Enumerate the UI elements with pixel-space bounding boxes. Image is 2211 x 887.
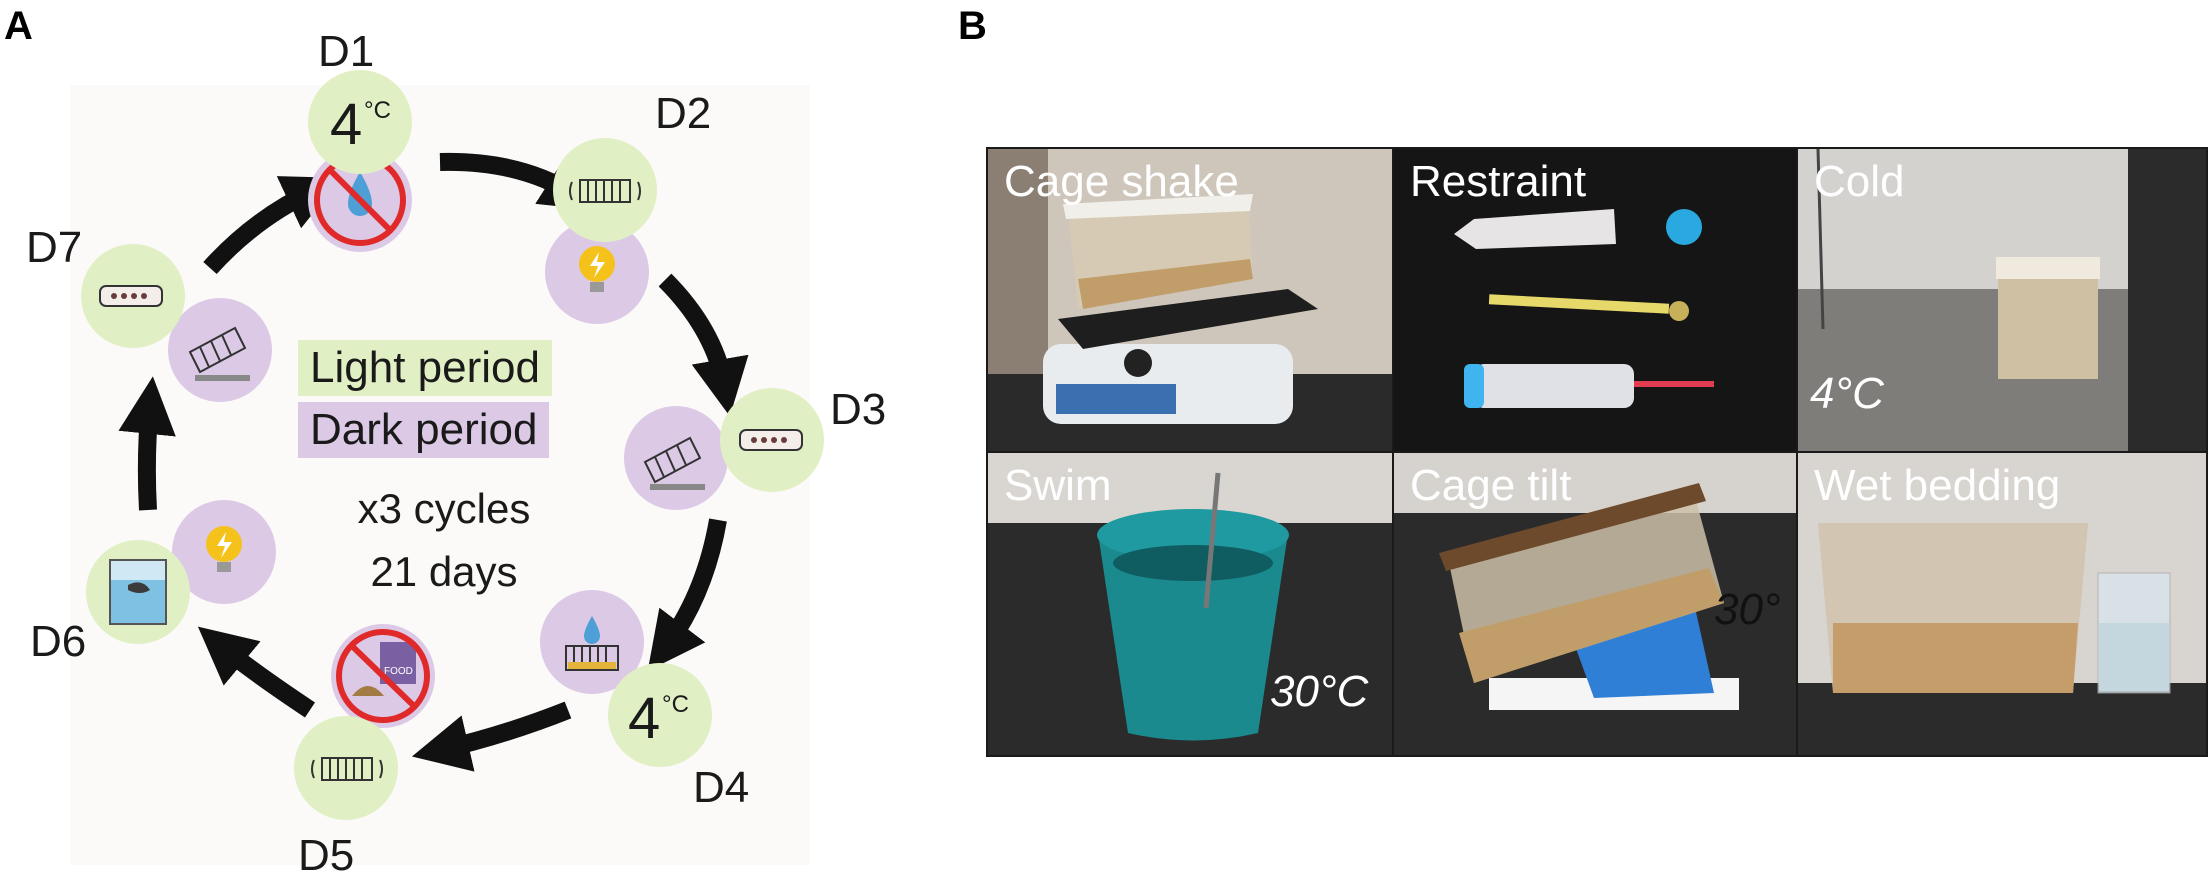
photo-title: Cage shake (1004, 157, 1239, 206)
photo-cage-shake: Cage shake (988, 149, 1392, 451)
photo-cage-tilt: Cage tilt 30° (1394, 453, 1796, 755)
day-5-group: FOOD D5 (294, 624, 435, 880)
day-label-d6: D6 (30, 617, 86, 666)
photo-title: Cage tilt (1410, 461, 1572, 510)
day-label-d5: D5 (298, 831, 354, 880)
panel-b-letter: B (958, 4, 987, 48)
photo-restraint: Restraint (1394, 149, 1796, 451)
dark-period-circle (624, 406, 728, 510)
day-1-group: 4 °C D1 (308, 27, 412, 252)
arrow-d5-d6 (197, 626, 315, 718)
arrow-d6-d7 (118, 376, 176, 511)
light-period-circle (308, 70, 412, 174)
cage-shake-icon (311, 757, 383, 781)
cycle-arrows (118, 152, 749, 772)
photo-title: Wet bedding (1814, 461, 2061, 510)
photo-wet-bedding: Wet bedding (1798, 453, 2206, 755)
wet-bedding-photo (1798, 453, 2206, 755)
day-label-d4: D4 (693, 763, 749, 812)
cold-unit: °C (364, 97, 391, 124)
cycle-count: x3 cycles (357, 485, 531, 532)
photo-note: 4°C (1810, 369, 1884, 418)
panel-a-letter: A (4, 4, 33, 48)
stressor-photo-grid: Cage shake Restraint (986, 147, 2208, 757)
legend-dark-period: Dark period (298, 402, 550, 458)
day-4-group: 4 °C D4 (540, 590, 749, 812)
cold-photo (1798, 149, 2206, 451)
day-label-d3: D3 (830, 385, 886, 434)
legend-light-period: Light period (298, 340, 552, 396)
restraint-tube-icon (739, 429, 803, 451)
day-3-group: D3 (624, 385, 886, 510)
photo-note: 30°C (1270, 667, 1369, 716)
cage-tilt-icon (643, 436, 705, 490)
day-6-group: D6 (30, 500, 276, 666)
arrow-d3-d4 (647, 518, 727, 671)
light-period-circle (608, 663, 712, 767)
cold-icon: 4 °C (628, 686, 689, 751)
arrow-d7-d1 (203, 176, 342, 275)
arrow-d2-d3 (658, 273, 749, 417)
light-bulb-icon (206, 526, 242, 572)
photo-title: Restraint (1410, 157, 1587, 206)
cold-value: 4 (330, 92, 362, 157)
stress-cycle-diagram: 4 °C D1 D2 (26, 27, 886, 880)
restraint-photo (1394, 149, 1796, 451)
dark-period-circle (168, 298, 272, 402)
cage-shake-photo (988, 149, 1392, 451)
arrow-d4-d5 (411, 701, 572, 772)
cage-tilt-photo (1394, 453, 1796, 755)
day-2-group: D2 (545, 89, 711, 324)
photo-title: Cold (1814, 157, 1905, 206)
photo-swim: Swim 30°C (988, 453, 1392, 755)
day-label-d2: D2 (655, 89, 711, 138)
day-label-d7: D7 (26, 223, 82, 272)
food-bag-label: FOOD (384, 666, 413, 677)
restraint-tube-icon (99, 285, 163, 307)
cold-icon: 4 °C (330, 92, 391, 157)
day-7-group: D7 (26, 223, 272, 402)
cage-shake-icon (569, 179, 641, 203)
water-drop-icon (584, 616, 600, 644)
light-bulb-icon (579, 246, 615, 292)
photo-cold: Cold 4°C (1798, 149, 2206, 451)
cold-unit: °C (662, 691, 689, 718)
cycle-duration: 21 days (370, 548, 518, 595)
no-food-icon: FOOD (336, 629, 430, 723)
photo-note: 30° (1714, 585, 1781, 634)
day-label-d1: D1 (318, 27, 374, 76)
swim-photo (988, 453, 1392, 755)
swim-beaker-icon (109, 559, 167, 625)
photo-title: Swim (1004, 461, 1112, 510)
cold-value: 4 (628, 686, 660, 751)
cage-tilt-icon (188, 326, 250, 381)
wet-cage-icon (565, 645, 619, 671)
